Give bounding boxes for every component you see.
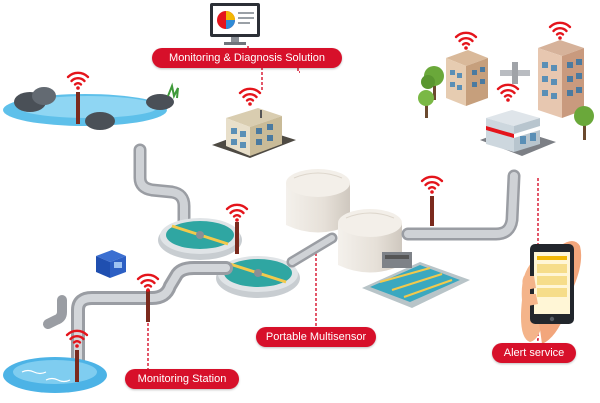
pie-chart-icon xyxy=(217,11,235,29)
wifi-icon xyxy=(136,273,160,293)
pipe-icon xyxy=(500,62,530,84)
sensor-device-icon xyxy=(96,250,126,278)
monitoring-station-label: Monitoring Station xyxy=(125,369,239,389)
sensor-pole-icon xyxy=(420,175,444,226)
rocks-icon xyxy=(14,82,179,130)
tree-icon xyxy=(421,66,444,100)
tree-icon xyxy=(418,90,434,118)
wifi-icon xyxy=(496,83,520,104)
pipe-icon xyxy=(43,261,233,377)
river-icon xyxy=(3,357,107,393)
wifi-icon xyxy=(225,203,249,224)
sensor-pole-icon xyxy=(136,273,160,322)
pipe-icon xyxy=(286,232,338,268)
wifi-icon xyxy=(548,21,572,41)
alert-service-label: Alert service xyxy=(492,343,576,363)
monitoring-solution-label: Monitoring & Diagnosis Solution xyxy=(152,48,342,68)
control-building-icon xyxy=(212,87,296,158)
tree-icon xyxy=(574,106,594,140)
filter-basin-icon xyxy=(362,252,470,308)
portable-multisensor-label: Portable Multisensor xyxy=(256,327,376,347)
wifi-icon xyxy=(238,87,262,108)
shop-building-icon xyxy=(480,83,556,156)
clarifier-tank-icon xyxy=(216,256,300,298)
wifi-icon xyxy=(66,71,90,92)
pipe-icon xyxy=(133,143,191,229)
sensor-pole-icon xyxy=(66,71,90,124)
monitor-icon xyxy=(210,3,260,45)
clarifier-tank-icon xyxy=(158,218,242,260)
sensor-pole-icon xyxy=(225,203,249,254)
river-icon xyxy=(3,82,179,130)
apartment-building-icon xyxy=(446,31,488,106)
pipe-icon xyxy=(401,169,521,241)
wifi-icon xyxy=(454,31,478,51)
sensor-pole-icon xyxy=(65,329,89,382)
storage-tank-icon xyxy=(286,169,350,233)
smartphone-icon xyxy=(530,244,574,324)
apartment-building-icon xyxy=(538,21,584,118)
hand-icon xyxy=(522,276,538,306)
wifi-icon xyxy=(420,175,444,196)
